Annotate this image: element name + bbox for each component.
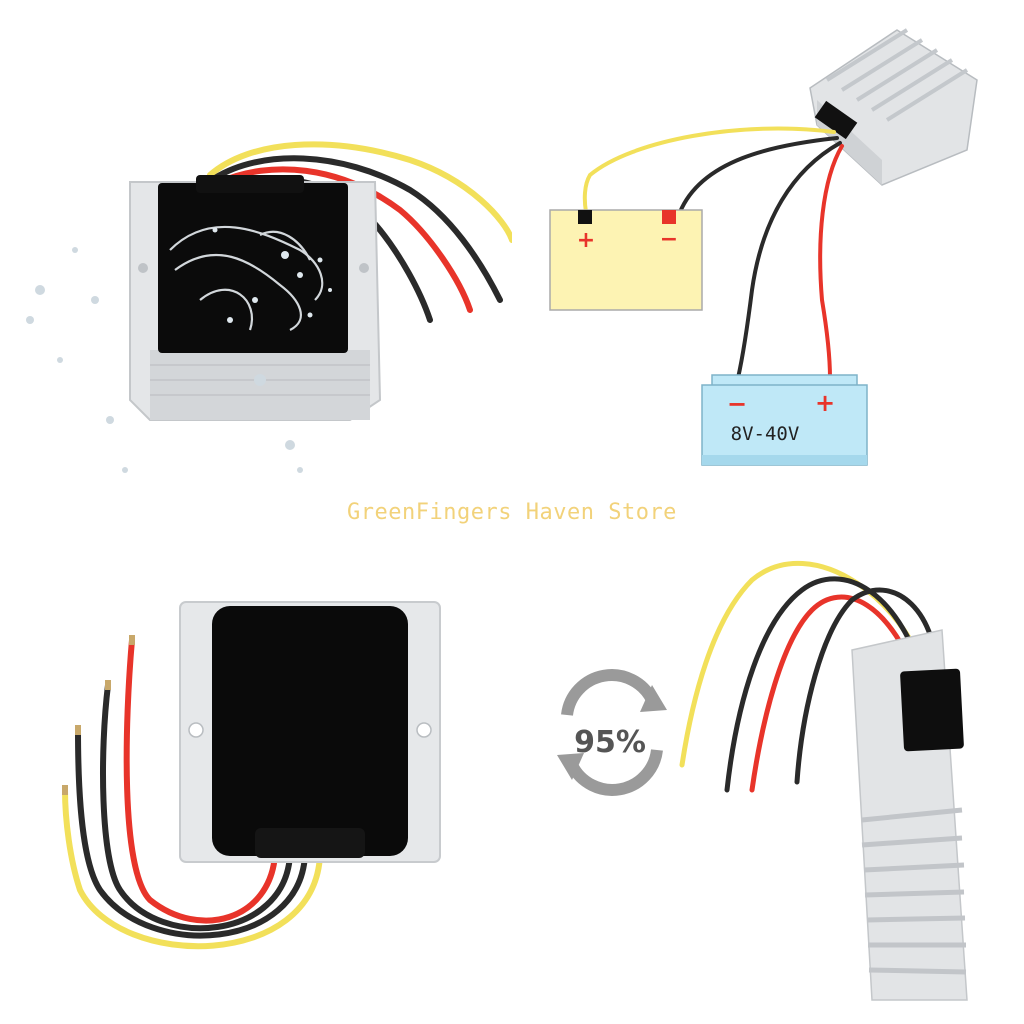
wiring-diagram: + − − + 8V-40V [512,0,1024,500]
converter-front-photo [0,520,512,1024]
waterproof-converter-photo [0,0,512,500]
converter-module [809,28,978,186]
input-voltage-label: 8V-40V [731,423,800,445]
output-terminal-positive [578,210,592,224]
converter-side-photo: 95% [512,520,1024,1024]
output-plus-label: + [577,228,595,253]
output-minus-label: − [660,227,678,252]
efficiency-badge [557,669,667,796]
output-load-box [549,209,703,311]
input-plus-label: + [815,389,835,417]
store-watermark: GreenFingers Haven Store [347,500,677,525]
input-minus-label: − [727,390,747,418]
input-battery [701,374,868,466]
output-terminal-negative [662,210,676,224]
efficiency-label: 95% [574,725,646,760]
